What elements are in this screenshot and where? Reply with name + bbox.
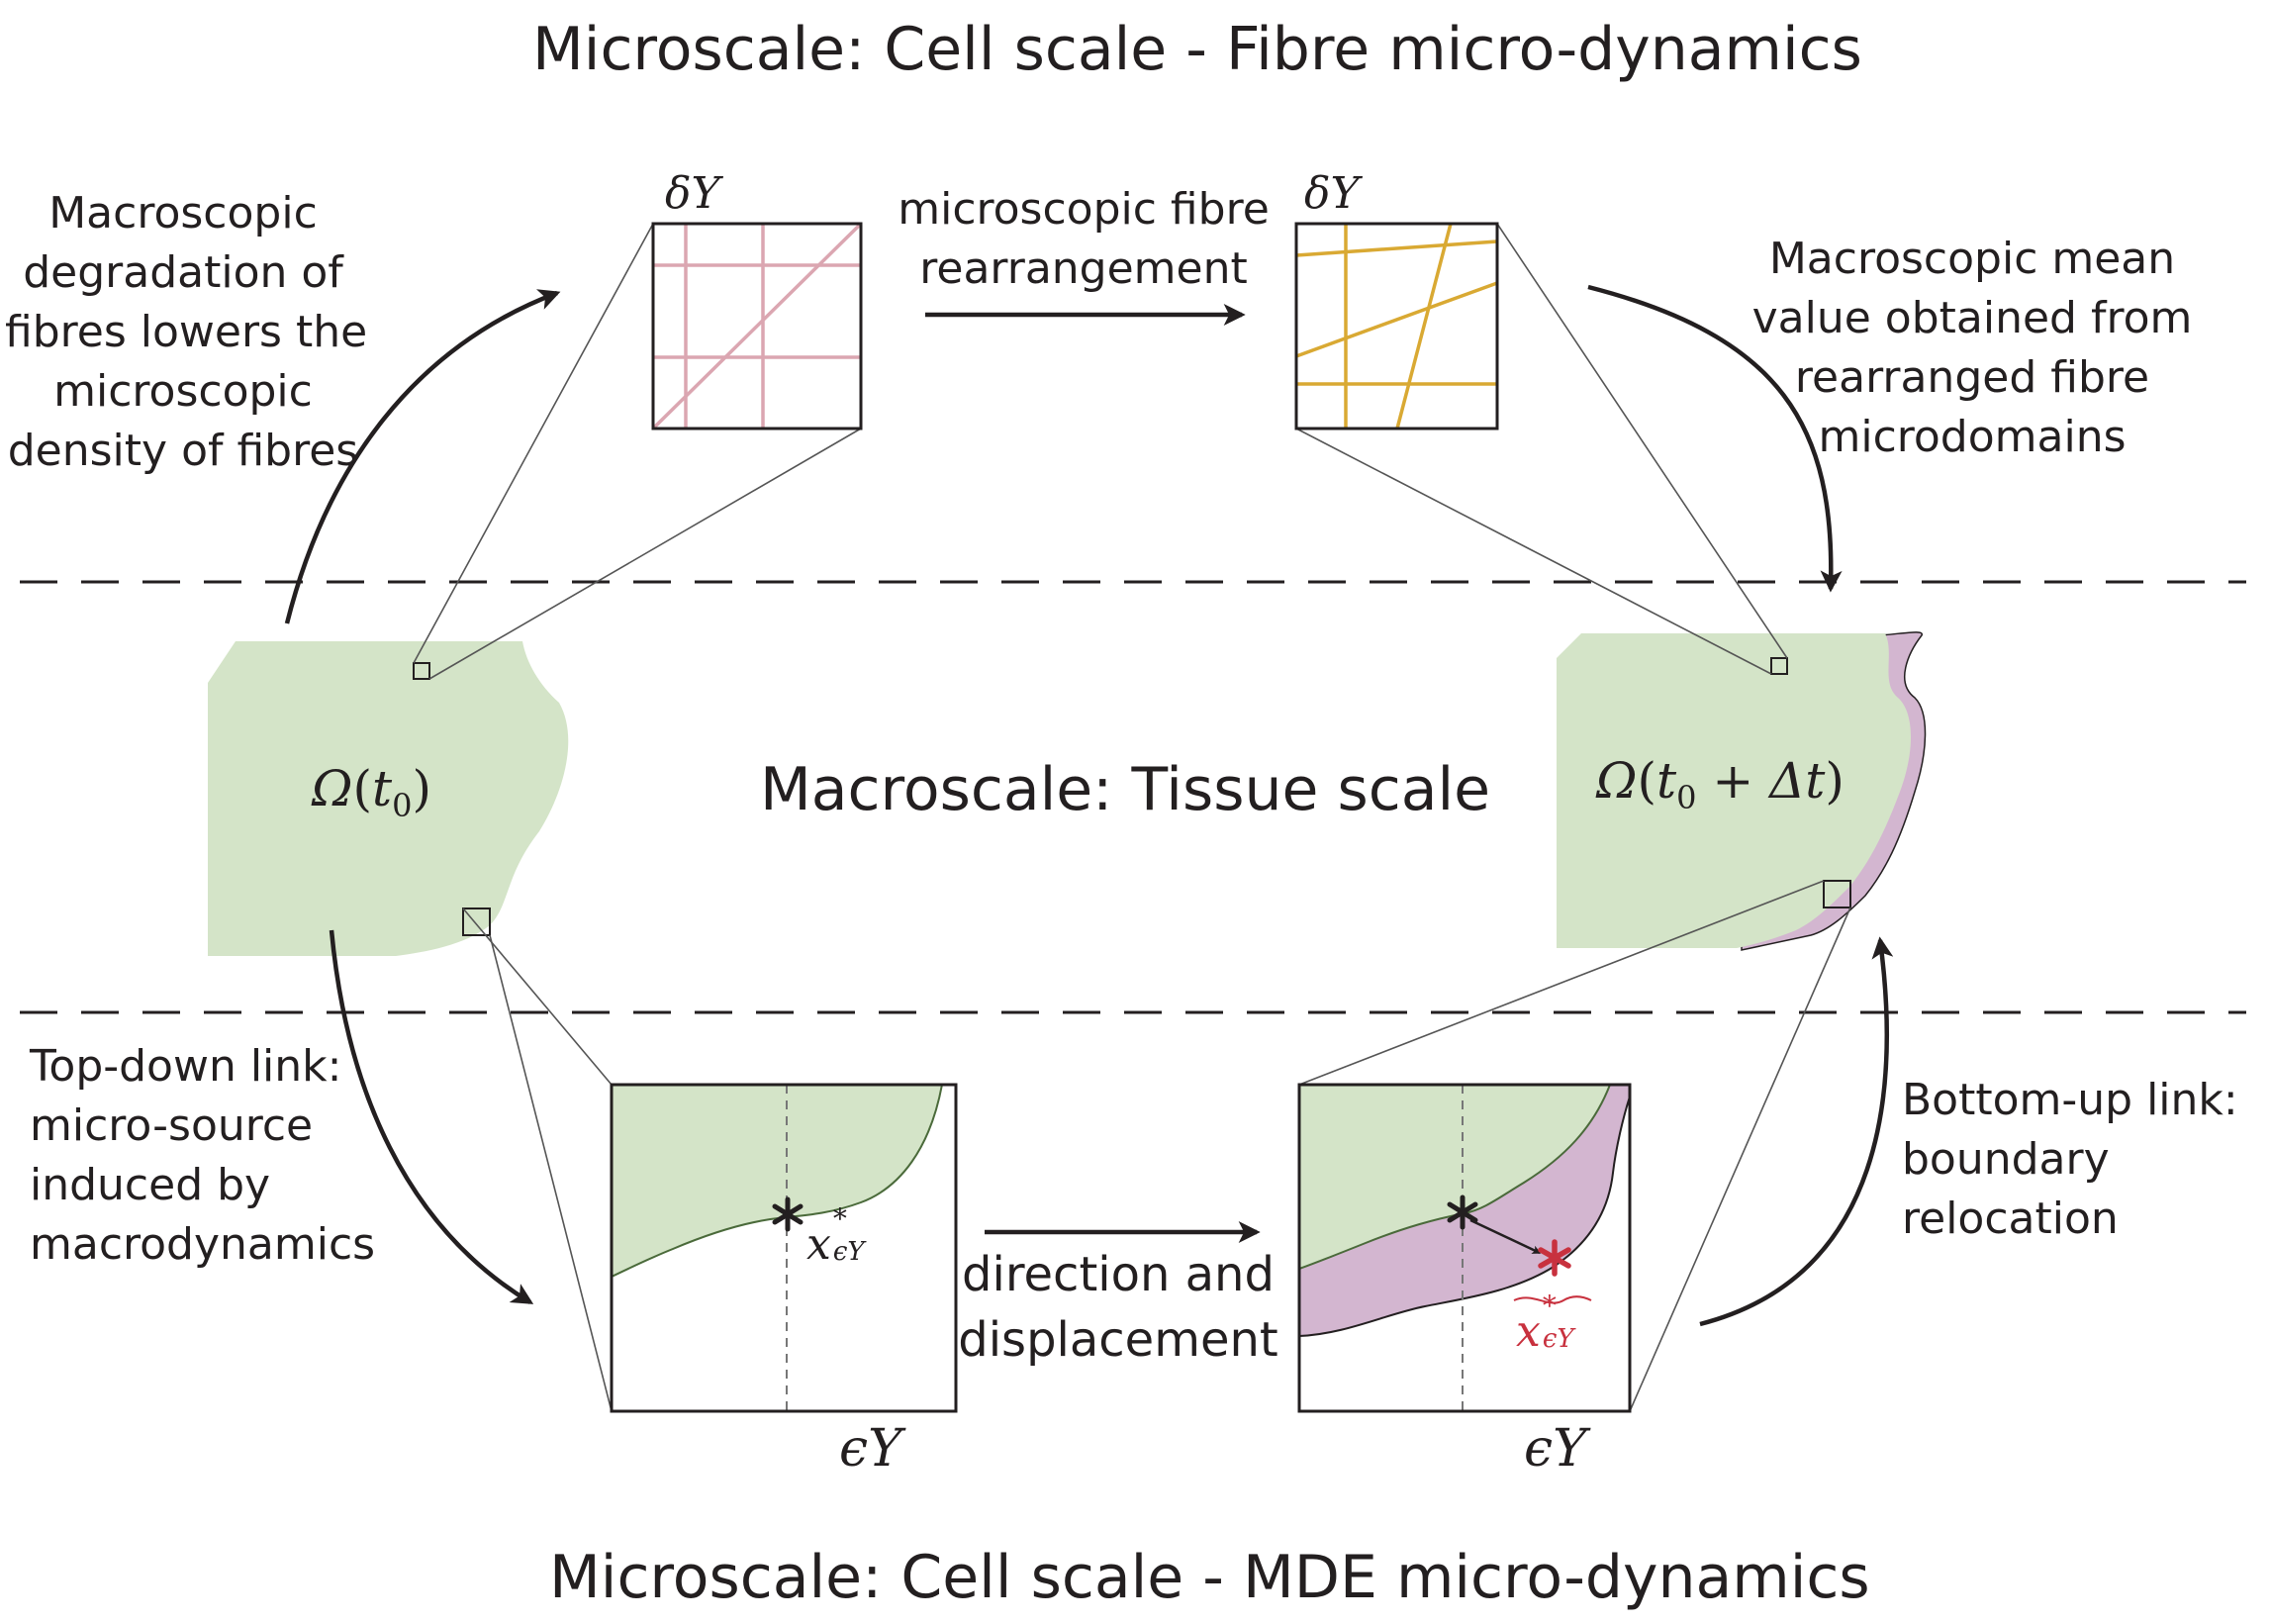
fibre-cell-pink — [651, 222, 863, 430]
omega-symbol: Ω — [312, 760, 353, 817]
heading-bottom: Microscale: Cell scale - MDE micro-dynam… — [549, 1543, 1870, 1612]
paren: ) — [412, 760, 431, 817]
plus-sign: + — [1696, 752, 1770, 810]
note-line: microscopic fibre — [898, 184, 1270, 235]
note-line: Top-down link: — [30, 1041, 342, 1092]
paren: ) — [1825, 752, 1844, 810]
omega-symbol: Ω — [1596, 752, 1638, 810]
zoom-marker-top-left — [413, 662, 430, 680]
zoom-marker-bottom-left — [462, 908, 491, 936]
note-line: Macroscopic mean — [1768, 234, 2176, 284]
delta-y-label-right: δY — [1304, 168, 1360, 219]
mde-cell-right — [1297, 1083, 1632, 1413]
relocated-point-marker — [1538, 1239, 1571, 1277]
note-line: micro-source — [30, 1100, 314, 1151]
zoom-marker-bottom-right — [1823, 880, 1851, 908]
note-bottom-up: Bottom-up link: boundary relocation — [1902, 1071, 2238, 1249]
eps-sub: ϵY — [1542, 1324, 1574, 1354]
zoom-projection-lines — [413, 223, 1851, 1412]
note-line: microscopic — [53, 366, 313, 417]
note-line: rearranged fibre — [1794, 352, 2150, 403]
x-var: x — [1516, 1306, 1541, 1357]
note-line: macrodynamics — [30, 1219, 376, 1270]
note-line: fibres lowers the — [5, 307, 368, 357]
eps-sub: ϵY — [832, 1237, 865, 1267]
note-direction: direction and displacement — [950, 1242, 1286, 1373]
note-line: value obtained from — [1751, 293, 2193, 343]
fibre-cell-gold — [1294, 222, 1499, 430]
note-line: displacement — [958, 1312, 1278, 1368]
process-arrows — [284, 284, 1894, 1327]
time-sub: 0 — [392, 787, 413, 824]
note-line: rearrangement — [919, 243, 1248, 294]
star-sup: * — [832, 1202, 847, 1235]
time-var: t — [1655, 752, 1677, 810]
paren: ( — [352, 760, 372, 817]
eps-y-label-left: ϵY — [839, 1419, 902, 1479]
arrow-degradation — [284, 289, 561, 624]
arrow-mean-value — [1587, 284, 1843, 593]
x-var: x — [806, 1219, 831, 1270]
displacement-arrow — [1469, 1218, 1542, 1255]
note-line: boundary — [1902, 1134, 2110, 1185]
time-var: t — [371, 760, 393, 817]
point-marker-left — [772, 1196, 804, 1232]
note-line: Macroscopic — [48, 188, 318, 239]
eps-y-label-right: ϵY — [1524, 1419, 1587, 1479]
note-line: density of fibres — [7, 426, 359, 476]
note-line: relocation — [1902, 1194, 2119, 1244]
point-marker-right — [1447, 1194, 1478, 1230]
note-line: direction and — [962, 1247, 1275, 1302]
note-line: degradation of — [23, 247, 343, 298]
omega-t0-label: Ω(t0) — [312, 764, 431, 821]
note-line: microdomains — [1818, 412, 2127, 462]
zoom-marker-top-right — [1770, 657, 1788, 675]
x-star-tilde-label: x*ϵY — [1516, 1292, 1586, 1357]
tissue-domain-right — [1557, 633, 1912, 948]
tilde-accent — [1513, 1295, 1592, 1304]
arrow-bottom-up — [1699, 936, 1894, 1327]
time-var: t — [1805, 752, 1826, 810]
heading-middle: Macroscale: Tissue scale — [760, 755, 1491, 824]
tissue-domain-left — [208, 641, 569, 956]
x-star-label: x*ϵY — [806, 1205, 877, 1270]
arrow-top-down — [329, 929, 534, 1304]
paren: ( — [1637, 752, 1656, 810]
delta-y-label-left: δY — [665, 168, 720, 219]
note-degradation: Macroscopic degradation of fibres lowers… — [5, 184, 368, 481]
star-sup: * — [1542, 1290, 1557, 1322]
mde-cell-left — [610, 1083, 958, 1413]
note-rearrangement: microscopic fibre rearrangement — [886, 180, 1281, 299]
note-line: induced by — [30, 1160, 271, 1210]
delta-symbol: Δ — [1769, 752, 1806, 810]
heading-top: Microscale: Cell scale - Fibre micro-dyn… — [532, 15, 1862, 84]
time-sub: 0 — [1676, 779, 1697, 816]
note-mean-value: Macroscopic mean value obtained from rea… — [1750, 230, 2195, 467]
note-top-down: Top-down link: micro-source induced by m… — [30, 1037, 375, 1275]
note-line: Bottom-up link: — [1902, 1075, 2238, 1125]
omega-t0-dt-label: Ω(t0 + Δt) — [1596, 756, 1844, 813]
